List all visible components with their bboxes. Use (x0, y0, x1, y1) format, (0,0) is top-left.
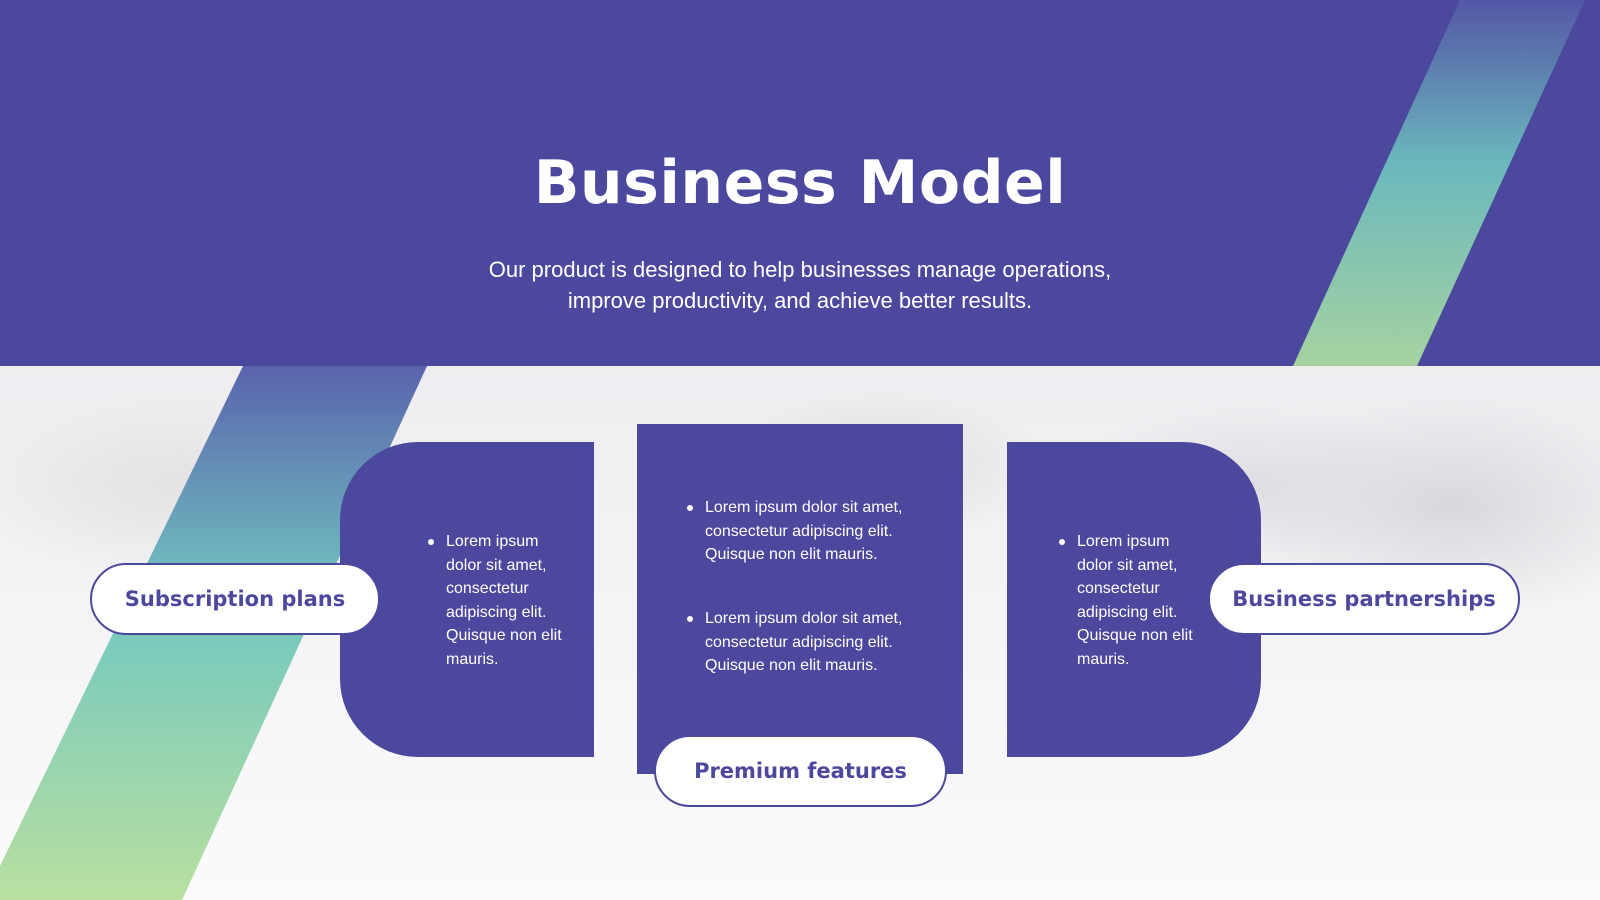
bullet-list: Lorem ipsum dolor sit amet, consectetur … (685, 607, 945, 678)
label-subscription-plans: Subscription plans (90, 563, 380, 635)
label-business-partnerships: Business partnerships (1208, 563, 1520, 635)
list-item: Lorem ipsum dolor sit amet, consectetur … (685, 607, 945, 678)
diagonal-stripe-top (1293, 0, 1585, 366)
list-item: Lorem ipsum dolor sit amet, consectetur … (685, 496, 945, 567)
bullet-list: Lorem ipsum dolor sit amet, consectetur … (426, 530, 576, 671)
page-title: Business Model (533, 148, 1067, 218)
bullet-list: Lorem ipsum dolor sit amet, consectetur … (685, 496, 945, 567)
card-premium-features: Lorem ipsum dolor sit amet, consectetur … (637, 424, 963, 774)
card-subscription-plans: Lorem ipsum dolor sit amet, consectetur … (340, 442, 594, 757)
subtitle-line-1: Our product is designed to help business… (488, 257, 1112, 282)
list-item: Lorem ipsum dolor sit amet, consectetur … (426, 530, 576, 671)
bullet-list: Lorem ipsum dolor sit amet, consectetur … (1057, 530, 1207, 671)
page-subtitle: Our product is designed to help business… (400, 254, 1200, 316)
list-item: Lorem ipsum dolor sit amet, consectetur … (1057, 530, 1207, 671)
label-premium-features: Premium features (654, 735, 947, 807)
header-band: Business Model Our product is designed t… (0, 0, 1600, 366)
subtitle-line-2: improve productivity, and achieve better… (567, 288, 1033, 313)
